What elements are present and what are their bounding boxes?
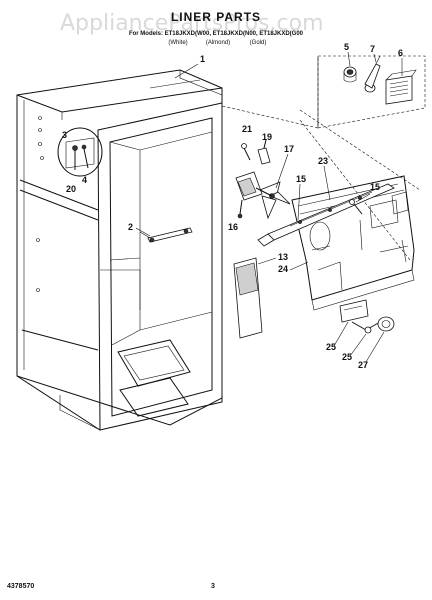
callout-27: 27 bbox=[358, 331, 385, 370]
callout-3: 3 bbox=[62, 130, 67, 140]
callout-19: 19 bbox=[262, 132, 272, 142]
svg-text:4: 4 bbox=[82, 175, 87, 185]
part-27-knob bbox=[377, 316, 395, 332]
callout-4: 4 bbox=[82, 175, 87, 185]
callout-5: 5 bbox=[344, 42, 351, 67]
part-2-bracket bbox=[139, 227, 193, 243]
svg-text:25: 25 bbox=[326, 342, 336, 352]
svg-text:23: 23 bbox=[318, 156, 328, 166]
part-7-bulb bbox=[364, 55, 381, 93]
page-number: 3 bbox=[211, 583, 215, 590]
part-19-clip bbox=[257, 139, 271, 165]
part-16-fan-motor bbox=[235, 171, 263, 219]
callout-6: 6 bbox=[398, 48, 403, 76]
callout-2: 2 bbox=[128, 222, 151, 237]
callout-13: 13 bbox=[257, 252, 288, 265]
callout-15b: 15 bbox=[355, 182, 380, 203]
box-leader bbox=[221, 105, 319, 129]
control-detail-circle bbox=[57, 127, 103, 177]
svg-text:6: 6 bbox=[398, 48, 403, 58]
svg-text:15: 15 bbox=[370, 182, 380, 192]
callout-20: 20 bbox=[66, 184, 76, 194]
part-13-panel bbox=[233, 257, 263, 339]
part-17-fan-blade bbox=[255, 181, 291, 220]
watermark: AppliancePartsPros.com bbox=[60, 11, 324, 36]
callout-7: 7 bbox=[370, 44, 377, 63]
svg-text:19: 19 bbox=[262, 132, 272, 142]
callout-1: 1 bbox=[174, 54, 205, 79]
svg-text:17: 17 bbox=[284, 144, 294, 154]
callout-16: 16 bbox=[228, 222, 238, 232]
finish-white: (White) bbox=[168, 40, 187, 46]
svg-text:27: 27 bbox=[358, 360, 368, 370]
callout-17: 17 bbox=[275, 144, 294, 189]
callout-24: 24 bbox=[278, 261, 309, 274]
svg-text:24: 24 bbox=[278, 264, 288, 274]
part-21-screw bbox=[241, 143, 251, 161]
liner-cabinet bbox=[16, 69, 223, 431]
callout-25b: 25 bbox=[342, 333, 367, 362]
part-15-screw bbox=[349, 199, 363, 215]
diagram-title: LINER PARTS bbox=[171, 10, 261, 24]
svg-text:7: 7 bbox=[370, 44, 375, 54]
svg-text:3: 3 bbox=[62, 130, 67, 140]
finish-almond: (Almond) bbox=[206, 40, 230, 46]
part-23-evaporator-cover bbox=[291, 175, 415, 311]
svg-text:16: 16 bbox=[228, 222, 238, 232]
svg-text:1: 1 bbox=[200, 54, 205, 64]
document-number: 4378570 bbox=[7, 583, 34, 590]
model-numbers: For Models: ET18JKXD(W00, ET18JKXD(N00, … bbox=[129, 31, 304, 37]
svg-text:2: 2 bbox=[128, 222, 133, 232]
svg-text:21: 21 bbox=[242, 124, 252, 134]
part-5-socket bbox=[343, 66, 357, 83]
svg-text:25: 25 bbox=[342, 352, 352, 362]
part-6-light-shield bbox=[385, 69, 417, 105]
callout-23: 23 bbox=[318, 156, 331, 201]
callout-25a: 25 bbox=[326, 321, 349, 352]
svg-text:20: 20 bbox=[66, 184, 76, 194]
svg-text:13: 13 bbox=[278, 252, 288, 262]
finish-gold: (Gold) bbox=[250, 40, 267, 46]
callout-21: 21 bbox=[242, 124, 252, 134]
part-25-shaft bbox=[351, 321, 381, 334]
svg-text:15: 15 bbox=[296, 174, 306, 184]
callout-15a: 15 bbox=[296, 174, 306, 221]
svg-text:5: 5 bbox=[344, 42, 349, 52]
part-25-damper-plate bbox=[339, 299, 369, 323]
